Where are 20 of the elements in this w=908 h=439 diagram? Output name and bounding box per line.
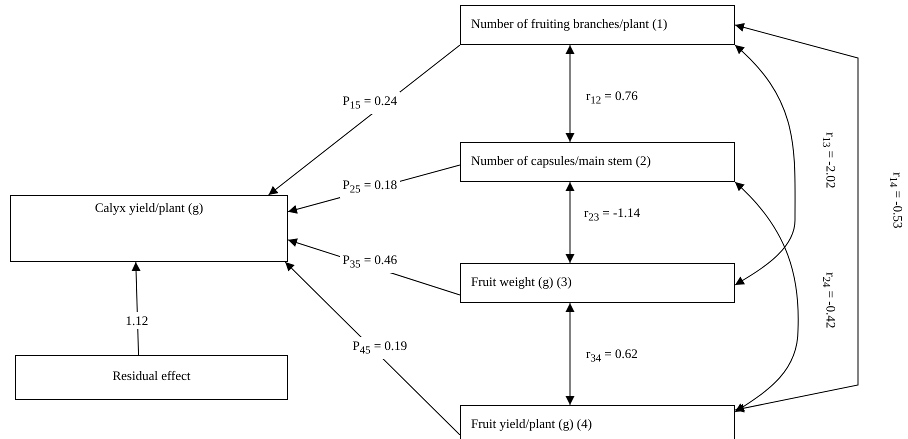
node-label: Fruit weight (g) (3) (471, 274, 572, 290)
process-box (460, 405, 735, 439)
arrow (566, 44, 574, 142)
arrow (734, 44, 796, 286)
node-label: Fruit yield/plant (g) (4) (471, 416, 592, 432)
arrow (284, 262, 460, 436)
edge-label: P$_{15}$ = 0.24 (340, 92, 400, 114)
process-box (10, 195, 288, 262)
process-box (460, 5, 735, 45)
arrow (566, 302, 574, 406)
arrow (734, 22, 858, 413)
node-label: Residual effect (112, 368, 191, 384)
process-box (15, 355, 288, 400)
node-label: Calyx yield/plant (g) (94, 200, 204, 216)
node-label: Number of fruiting branches/plant (1) (471, 16, 668, 32)
process-box (460, 263, 735, 303)
node-label: Number of capsules/main stem (2) (471, 153, 651, 169)
process-box (460, 142, 735, 182)
arrow (566, 182, 574, 264)
arrow (734, 182, 799, 412)
